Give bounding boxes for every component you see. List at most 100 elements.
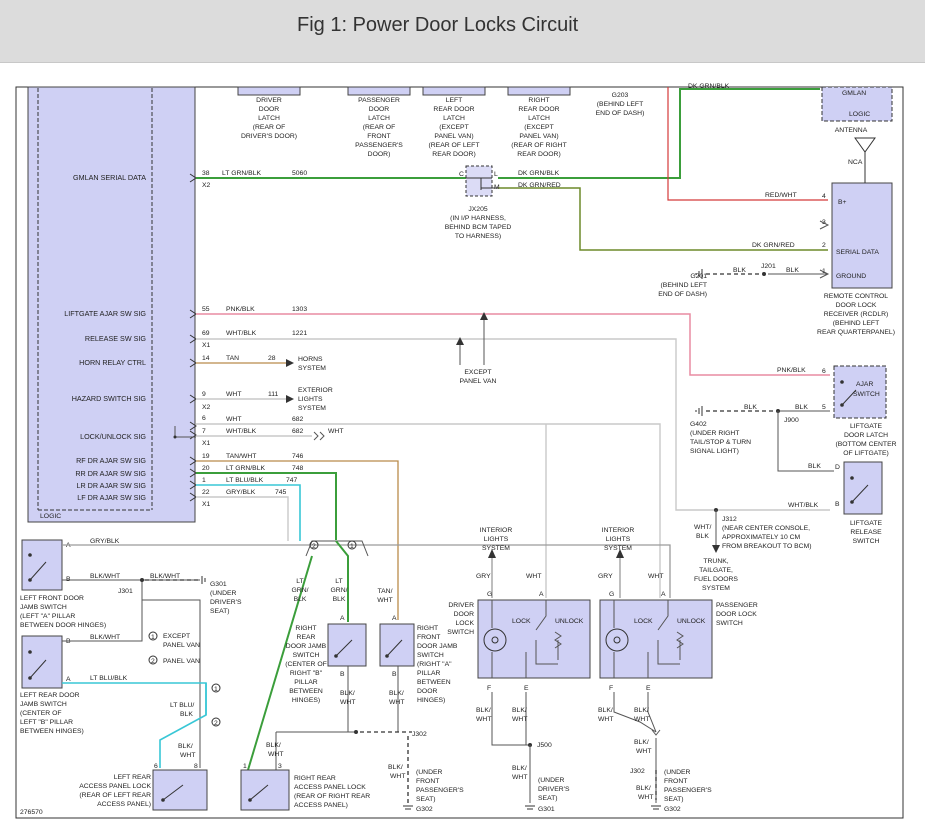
diagram-label: (UNDER — [538, 777, 565, 784]
diagram-label: GRN/ — [292, 587, 309, 594]
diagram-label: FRONT — [417, 634, 440, 641]
diagram-label: SYSTEM — [482, 545, 510, 552]
diagram-label: WHT — [389, 699, 404, 706]
diagram-label: 3 — [278, 763, 282, 770]
diagram-label: (BEHIND LEFT — [661, 282, 707, 289]
conn-x2-b: X2 — [202, 404, 211, 411]
rcdlr-module — [831, 182, 893, 289]
diagram-label: HINGES) — [417, 697, 445, 704]
diagram-label: PASSENGER'S — [355, 142, 403, 149]
j301-label: J301 — [118, 588, 133, 595]
diagram-label: WHT — [648, 573, 663, 580]
diagram-label: GRY — [476, 573, 491, 580]
horns-label: HORNS SYSTEM — [298, 356, 326, 372]
diagram-label: RIGHT — [528, 97, 549, 104]
diagram-label: G201 — [690, 273, 707, 280]
passenger-door-lock-switch — [599, 599, 713, 679]
diagram-label: REAR DOOR — [518, 106, 559, 113]
diagram-label: BLK — [733, 267, 746, 274]
lf-door-jamb-switch — [21, 539, 63, 591]
pin-9: 9 — [202, 391, 206, 398]
diagram-label: BLK/ — [266, 742, 281, 749]
wire-dk-grn-blk: DK GRN/BLK — [518, 170, 560, 177]
diagram-label: A — [661, 591, 666, 598]
rr-access-panel-lock — [240, 769, 290, 811]
bcm-logic-label: LOGIC — [40, 513, 61, 520]
wire-pnk-blk: PNK/BLK — [226, 306, 255, 313]
g302-label-a: (UNDER FRONT PASSENGER'S SEAT) — [416, 769, 464, 803]
wire-wht-blk-a: WHT/BLK — [226, 330, 257, 337]
diagram-label: PNK/BLK — [777, 367, 806, 374]
wire-wht-b: WHT — [226, 416, 241, 423]
j302-label-a: J302 — [412, 731, 427, 738]
circuit-5060: 5060 — [292, 170, 307, 177]
liftgate-latch-caption: LIFTGATE DOOR LATCH (BOTTOM CENTER OF LI… — [835, 423, 896, 457]
diagram-label: (UNDER RIGHT — [690, 430, 739, 437]
diagram-label: 1 — [214, 686, 218, 693]
conn-x2-a: X2 — [202, 182, 211, 189]
pin-label-release: RELEASE SW SIG — [85, 334, 147, 343]
j302-label-b: J302 — [630, 768, 645, 775]
wire-dk-grn-red: DK GRN/RED — [518, 182, 561, 189]
interior-lights-label-b: INTERIOR LIGHTS SYSTEM — [602, 527, 635, 552]
diagram-label: DRIVER — [448, 602, 474, 609]
diagram-label: M — [494, 184, 500, 191]
diagram-label: SEAT) — [210, 608, 230, 615]
diagram-label: (BEHIND LEFT — [597, 101, 643, 108]
pin-label-lf-ajar: LF DR AJAR SW SIG — [77, 493, 146, 502]
diagram-label: REAR QUARTERPANEL) — [817, 329, 895, 336]
diagram-label: SYSTEM — [702, 585, 730, 592]
diagram-label: DOOR — [369, 106, 389, 113]
pin-label-lr-ajar: LR DR AJAR SW SIG — [77, 481, 147, 490]
diagram-label: (REAR OF — [363, 124, 395, 131]
diagram-label: WHT/BLK — [788, 502, 819, 509]
liftgate-release-switch — [843, 461, 883, 515]
diagram-label: GRN/ — [331, 587, 348, 594]
diagram-label: BETWEEN HINGES) — [20, 728, 84, 735]
diagram-label: SYSTEM — [298, 405, 326, 412]
diagram-label: WHT/ — [694, 524, 711, 531]
bcm-module — [27, 86, 196, 523]
wire-lt-grn-blk-b: LT GRN/BLK — [226, 465, 265, 472]
circuit-682-b: 682 — [292, 428, 304, 435]
rr-switch-caption: RIGHT REAR DOOR JAMB SWITCH (CENTER OF R… — [285, 625, 327, 704]
diagram-label: RED/WHT — [765, 192, 797, 199]
diagram-label: LIGHTS — [606, 536, 631, 543]
pin-69: 69 — [202, 330, 210, 337]
ground-g402-icon — [695, 406, 703, 416]
diagram-label: B — [835, 501, 840, 508]
diagram-label: SEAT) — [664, 796, 684, 803]
top-label-left-rear-latch: LEFT REAR DOOR LATCH (EXCEPT PANEL VAN) … — [429, 97, 480, 158]
j500-label: J500 — [537, 742, 552, 749]
top-label-right-rear-latch: RIGHT REAR DOOR LATCH (EXCEPT PANEL VAN)… — [511, 97, 567, 158]
diagram-label: (CENTER OF — [285, 661, 327, 668]
diagram-label: B+ — [838, 199, 847, 206]
diagram-label: B — [392, 671, 397, 678]
diagram-label: BLK — [808, 463, 821, 470]
pin-6: 6 — [202, 415, 206, 422]
diagram-label: INTERIOR — [480, 527, 513, 534]
pin-label-hazard: HAZARD SWITCH SIG — [72, 394, 147, 403]
diagram-label: DOOR — [259, 106, 279, 113]
diagram-label: J900 — [784, 417, 799, 424]
diagram-label: BLK/WHT — [90, 634, 120, 641]
pin-55: 55 — [202, 306, 210, 313]
diagram-label: FRONT — [664, 778, 687, 785]
diagram-label: SWITCH — [853, 391, 880, 398]
diagram-label: WHT — [526, 573, 541, 580]
rr-access-caption: RIGHT REAR ACCESS PANEL LOCK (REAR OF RI… — [294, 775, 370, 809]
diagram-label: TAN/ — [378, 588, 393, 595]
lr-access-panel-lock — [152, 769, 208, 811]
pin-7: 7 — [202, 428, 206, 435]
diagram-label: (LEFT "A" PILLAR — [20, 613, 75, 620]
diagram-label: (REAR OF LEFT REAR — [79, 792, 151, 799]
diagram-label: BLK/ — [340, 690, 355, 697]
top-label-g203: G203 (BEHIND LEFT END OF DASH) — [596, 92, 645, 117]
diagram-label: FROM BREAKOUT TO BCM) — [722, 543, 812, 550]
diagram-label: LIFTGATE — [850, 520, 882, 527]
diagram-label: BLK — [786, 267, 799, 274]
diagram-label: AJAR — [856, 381, 873, 388]
conn-x1-b: X1 — [202, 440, 211, 447]
ground-g301-icon-b — [525, 805, 535, 810]
diagram-label: LOCK — [455, 620, 474, 627]
